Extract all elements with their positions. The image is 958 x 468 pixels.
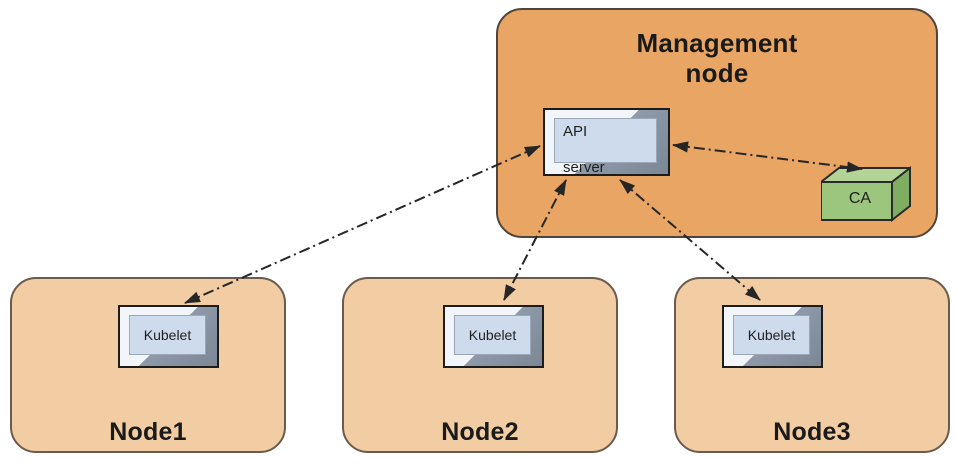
kubelet-face-node1: Kubelet <box>129 315 206 355</box>
worker-node-label-node1: Node1 <box>109 418 187 446</box>
cuboid-icon <box>821 166 911 222</box>
api-server-label-line-1: API <box>563 122 588 140</box>
kubelet-box-node1[interactable]: Kubelet <box>118 305 219 368</box>
kubelet-face-node3: Kubelet <box>733 315 810 355</box>
kubelet-box-node2[interactable]: Kubelet <box>443 305 544 368</box>
management-node-label: Management node <box>496 28 938 88</box>
worker-node-label-node2: Node2 <box>441 418 519 446</box>
kubelet-label-node1: Kubelet <box>143 326 192 343</box>
worker-node-label-node3: Node3 <box>773 418 851 446</box>
ca-label: CA <box>848 190 872 207</box>
management-node-label-line-1: Management <box>636 28 798 58</box>
kubelet-face-node2: Kubelet <box>454 315 531 355</box>
kubelet-box-node3[interactable]: Kubelet <box>722 305 823 368</box>
api-server-face: API server <box>554 118 657 176</box>
ca-box[interactable]: CA <box>821 166 911 222</box>
api-server-label: API server <box>555 105 605 177</box>
management-node-label-line-2: node <box>685 58 749 88</box>
kubelet-label-node2: Kubelet <box>468 326 517 343</box>
api-server-box[interactable]: API server <box>543 108 670 176</box>
api-server-label-line-2: server <box>563 158 605 176</box>
kubelet-label-node3: Kubelet <box>747 326 796 343</box>
